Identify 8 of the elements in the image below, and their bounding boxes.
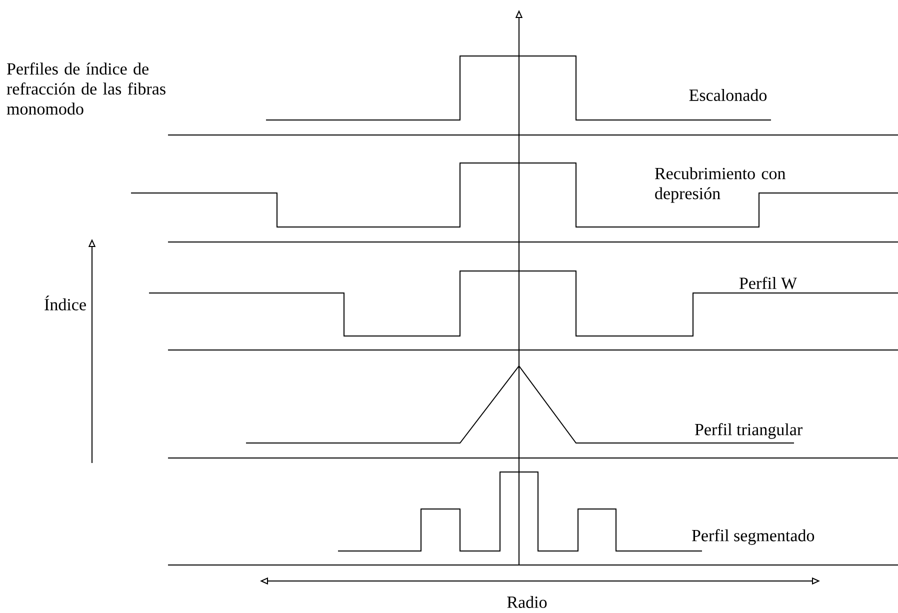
profile-label: Perfil segmentado	[692, 529, 814, 545]
profile-label: Recubrimiento con depresión	[654, 167, 786, 203]
profile-label: Perfil triangular	[694, 423, 802, 439]
profile-label: Radio	[507, 596, 547, 608]
profile-label: Índice	[44, 296, 86, 310]
title: Perfiles de índice de refracción de las fibras monomodo	[6, 62, 166, 115]
profile-label: Perfil W	[739, 276, 797, 290]
profile-label: Escalonado	[689, 89, 767, 101]
